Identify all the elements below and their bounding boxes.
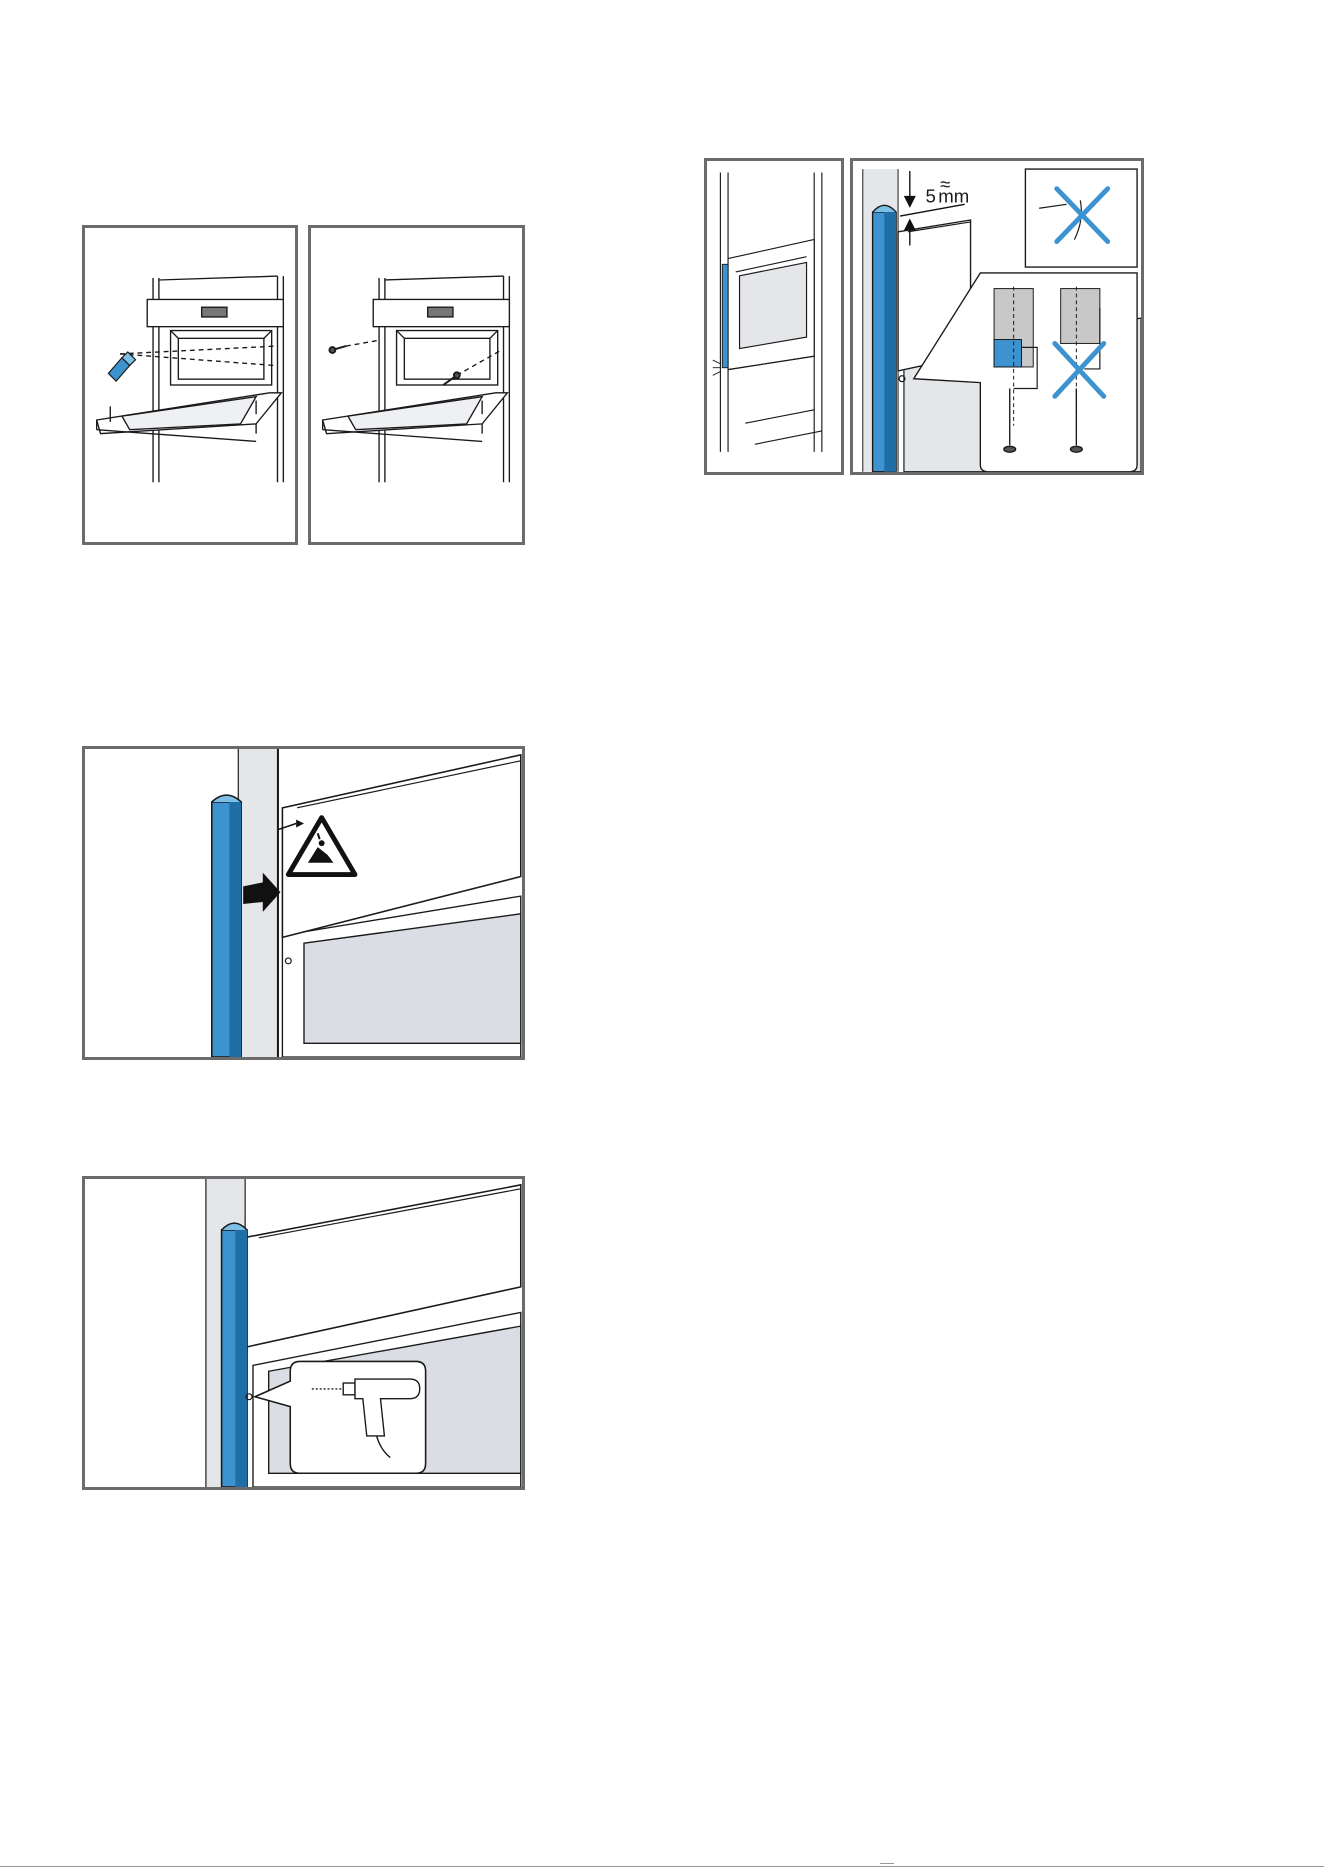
screw-icon: [329, 346, 346, 353]
figure-1-insert-screws: [308, 225, 525, 545]
trim-strip: [222, 1223, 248, 1487]
figure-4-overview: [704, 158, 844, 475]
trim-strip-fit-illustration: [85, 749, 522, 1057]
figure-4-detail: 5 mm ≈: [850, 158, 1144, 475]
trim-strip: [873, 205, 897, 471]
oven-screws-illustration: [311, 228, 522, 542]
drill-hole-illustration: [85, 1179, 522, 1487]
trim-strip: [212, 795, 241, 1057]
figure-3-drill-hole: [82, 1176, 525, 1490]
gap-dimension-value: 5: [925, 185, 935, 206]
footer-tick: [880, 1863, 894, 1870]
cabinet-overview-illustration: [707, 161, 841, 472]
footer-rule: [0, 1866, 1324, 1867]
figure-1-remove-cover: [82, 225, 298, 545]
figure-2-fit-trim-strip: [82, 746, 525, 1060]
approx-symbol: ≈: [940, 174, 950, 195]
cover-cap-icon: [108, 352, 135, 381]
oven-remove-cover-illustration: [85, 228, 295, 542]
gap-detail-illustration: 5 mm ≈: [853, 161, 1141, 472]
